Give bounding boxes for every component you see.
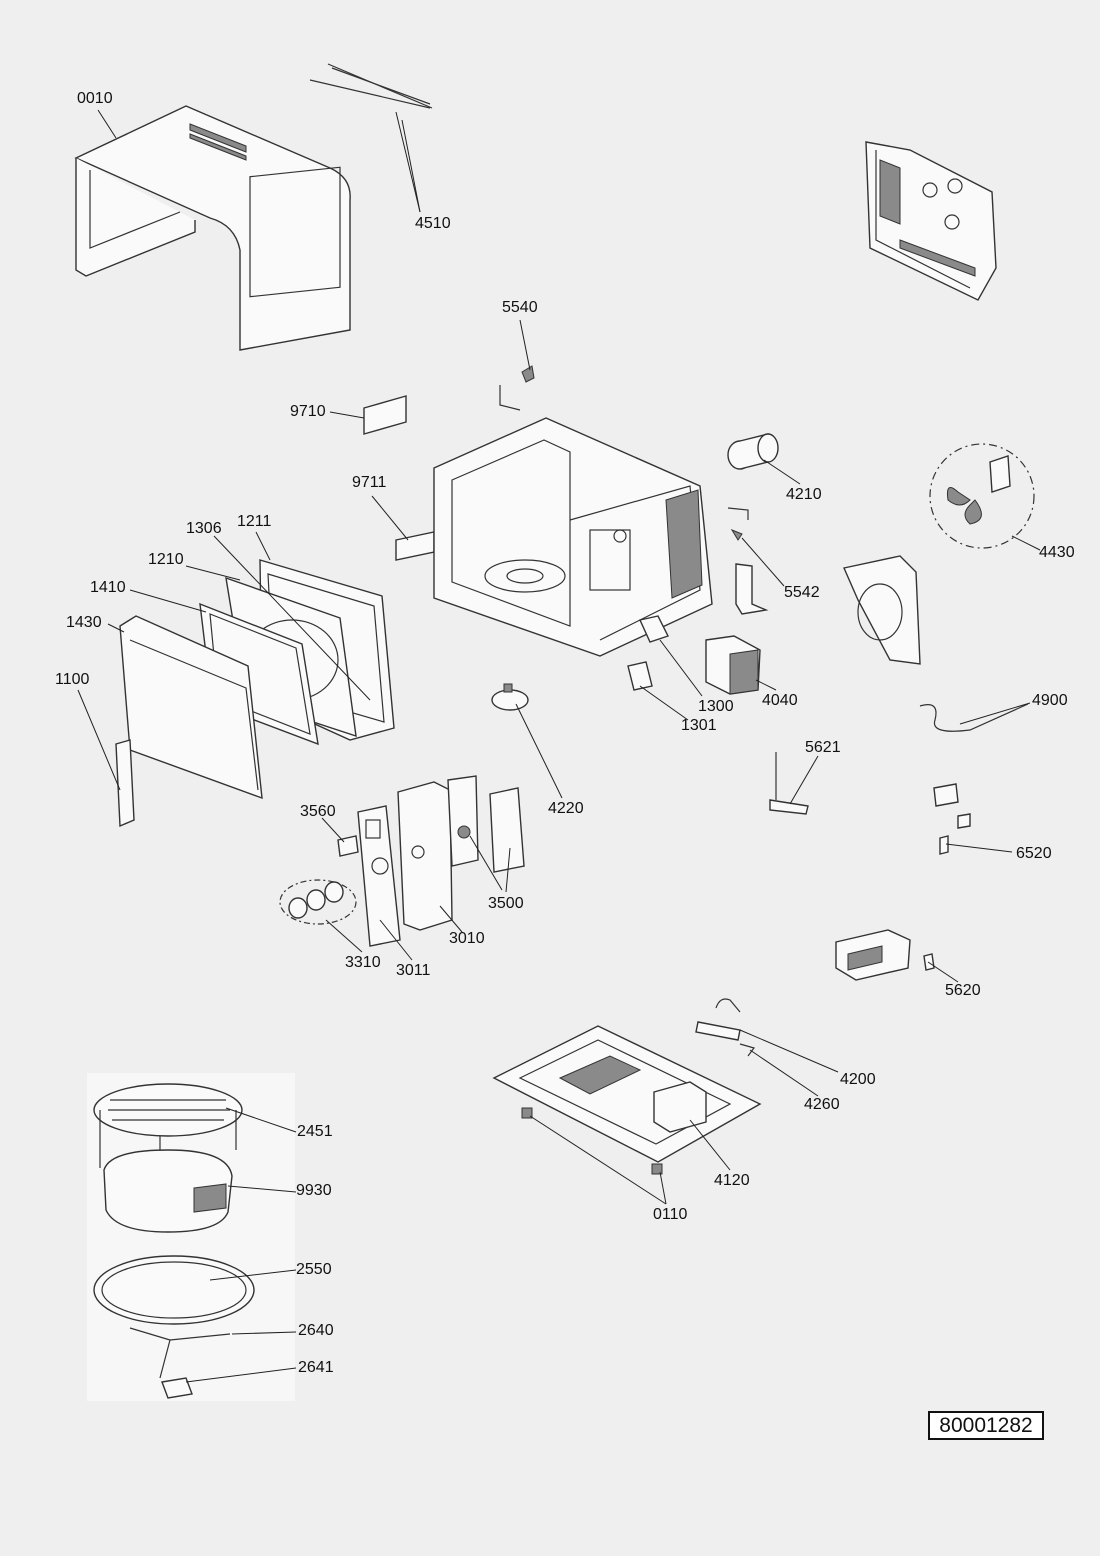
- bracket-5540: [499, 365, 535, 411]
- callout-1306: 1306: [186, 520, 222, 537]
- callout-1301: 1301: [681, 717, 717, 734]
- casing-vent-slots: [189, 123, 247, 161]
- transformer-4120: [653, 1081, 707, 1133]
- door-handle-1100: [115, 739, 135, 828]
- callout-4040: 4040: [762, 692, 798, 709]
- control-board-3500: [447, 775, 525, 873]
- lamp-cover-5620: [835, 929, 935, 981]
- callout-4260: 4260: [804, 1096, 840, 1113]
- callout-2640: 2640: [298, 1322, 334, 1339]
- control-panel-front-3011: [357, 805, 401, 947]
- callout-0110: 0110: [653, 1206, 688, 1223]
- callout-4220: 4220: [548, 800, 584, 817]
- callout-3560: 3560: [300, 803, 336, 820]
- callout-1100: 1100: [55, 671, 90, 688]
- crisp-plate-9930: [103, 1149, 233, 1233]
- callout-3011: 3011: [396, 962, 431, 979]
- callout-3310: 3310: [345, 954, 381, 971]
- power-cable-4900: [919, 703, 1029, 732]
- switch-1301: [627, 661, 653, 691]
- callout-4430: 4430: [1039, 544, 1075, 561]
- drawing-number: 80001282: [928, 1411, 1044, 1440]
- cover-plate-9710: [363, 395, 407, 435]
- callout-1211: 1211: [237, 513, 272, 530]
- base-plate: [492, 1025, 762, 1163]
- bracket-5542: [727, 507, 769, 615]
- turntable-motor-4220: [491, 683, 529, 711]
- mica-plate-9711: [395, 531, 435, 561]
- callout-4120: 4120: [714, 1172, 750, 1189]
- feet-0110: [521, 1107, 663, 1175]
- outer-casing-0010: [74, 105, 351, 351]
- lamp-holder-5621: [769, 752, 809, 815]
- callout-3500: 3500: [488, 895, 524, 912]
- callout-5620: 5620: [945, 982, 981, 999]
- switch-1300: [639, 615, 669, 643]
- turntable-glass-2550: [93, 1255, 255, 1325]
- main-cavity-chassis: [433, 417, 713, 657]
- roller-support-2640: [129, 1327, 231, 1379]
- callout-2641: 2641: [298, 1359, 334, 1376]
- leader-lines: [77, 109, 1041, 1383]
- callout-2550: 2550: [296, 1261, 332, 1278]
- callout-9930: 9930: [296, 1182, 332, 1199]
- callout-9710: 9710: [290, 403, 326, 420]
- callout-4510: 4510: [415, 215, 451, 232]
- callout-9711: 9711: [352, 474, 387, 491]
- connectors-6520: [933, 783, 971, 855]
- callout-5621: 5621: [805, 739, 841, 756]
- capacitor-4210: [727, 433, 779, 470]
- callout-2451: 2451: [297, 1123, 333, 1140]
- callout-4900: 4900: [1032, 692, 1068, 709]
- grill-rack-2451: [93, 1083, 243, 1186]
- callout-6520: 6520: [1016, 845, 1052, 862]
- diode-4260: [739, 1043, 756, 1057]
- callout-4200: 4200: [840, 1071, 876, 1088]
- capacitor-4200: [695, 998, 741, 1041]
- door-front-1430: [119, 615, 263, 800]
- magnetron-4040: [705, 635, 761, 695]
- callout-1210: 1210: [148, 551, 184, 568]
- callout-1410: 1410: [90, 579, 126, 596]
- air-duct: [843, 555, 921, 665]
- coupler-2641: [161, 1377, 193, 1399]
- control-panel-frame-3010: [397, 781, 453, 931]
- callout-3010: 3010: [449, 930, 485, 947]
- knobs-3310: [279, 879, 357, 925]
- callout-1300: 1300: [698, 698, 734, 715]
- cavity-side-panel: [865, 141, 997, 301]
- support-rods-4510: [309, 63, 433, 109]
- callout-1430: 1430: [66, 614, 102, 631]
- callout-4210: 4210: [786, 486, 822, 503]
- callout-5542: 5542: [784, 584, 820, 601]
- fan-assembly-4430: [929, 443, 1035, 549]
- callout-0010: 0010: [77, 90, 113, 107]
- callout-5540: 5540: [502, 299, 538, 316]
